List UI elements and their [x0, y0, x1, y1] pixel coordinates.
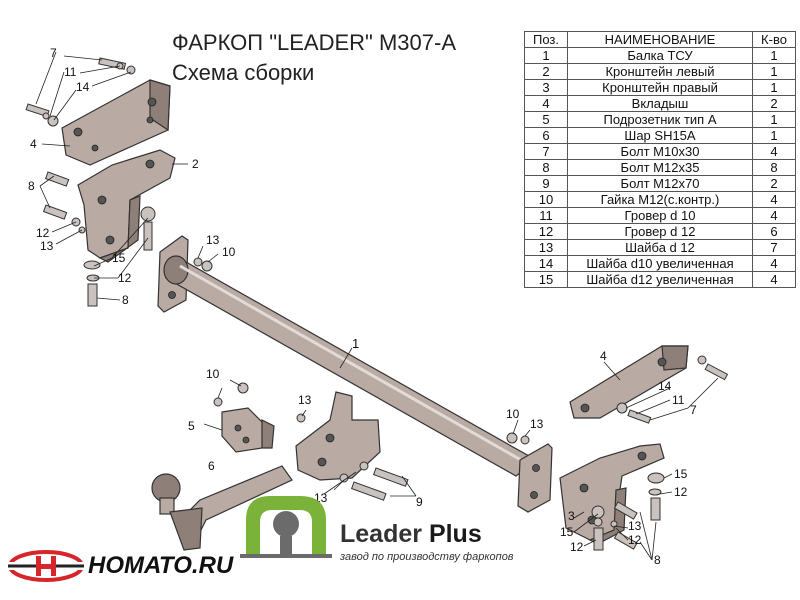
callout-13b: 13 [206, 233, 220, 247]
callout-8: 8 [28, 179, 35, 193]
brand-name-plus: Plus [428, 520, 482, 548]
callout-15: 15 [112, 251, 126, 265]
bolt-group-right-top [616, 355, 729, 424]
callout-3: 3 [568, 509, 575, 523]
nut-pair-right [506, 432, 530, 445]
diagram-title: ФАРКОП "LEADER" М307-А [172, 30, 456, 55]
callout-13f: 13 [628, 519, 642, 533]
callout-5: 5 [188, 419, 195, 433]
row-name: Болт М12х70 [567, 175, 753, 192]
bolt-group-middle [339, 461, 409, 501]
callout-13: 13 [40, 239, 54, 253]
homato-site-text: НОМАТО.RU [88, 552, 234, 579]
callout-11: 11 [64, 65, 77, 79]
row-name: Шар SH15A [567, 127, 753, 144]
callout-13c: 13 [298, 393, 312, 407]
callout-12d: 12 [570, 540, 584, 554]
leader-plus-logo-icon [240, 496, 332, 558]
callout-12: 12 [36, 226, 50, 240]
row-name: Шайба d12 увеличенная [567, 271, 753, 288]
row-qty: 4 [752, 255, 796, 272]
bracket-right [559, 443, 665, 545]
homato-logo-icon [6, 550, 86, 582]
bolt-group-left-side [42, 171, 86, 234]
callout-15b: 15 [674, 467, 688, 481]
callout-10c: 10 [506, 407, 520, 421]
bracket-left [77, 149, 176, 263]
callout-1: 1 [352, 336, 359, 351]
callout-8c: 8 [654, 553, 661, 567]
diagram-subtitle: Схема сборки [172, 60, 315, 85]
socket-plate [213, 382, 306, 453]
callout-4b: 4 [600, 349, 607, 363]
callout-9: 9 [416, 495, 423, 509]
callout-labels: 7 11 14 4 2 8 12 13 15 12 8 13 10 1 10 5… [28, 46, 697, 567]
callout-7b: 7 [690, 403, 697, 417]
row-name: Гайка М12(с.контр.) [567, 191, 753, 208]
ball-mount [151, 465, 293, 551]
brand-tagline: завод по производству фаркопов [340, 551, 514, 563]
beam-middle-bracket [295, 391, 381, 481]
row-qty: 4 [752, 271, 796, 288]
callout-4: 4 [30, 137, 37, 151]
callout-6: 6 [208, 459, 215, 473]
brand-name-leader: Leader [340, 520, 422, 548]
callout-10b: 10 [206, 367, 220, 381]
callout-12b: 12 [118, 271, 132, 285]
bolt-group-left-bottom [83, 206, 156, 307]
row-qty: 1 [752, 111, 796, 128]
callout-14b: 14 [658, 379, 672, 393]
callout-12c: 12 [674, 485, 688, 499]
callout-11b: 11 [672, 393, 685, 407]
callout-10: 10 [222, 245, 236, 259]
insert-left [61, 79, 171, 166]
row-name: Кронштейн левый [567, 63, 753, 80]
callout-15c: 15 [560, 525, 574, 539]
bolt-group-right-bottom [591, 472, 665, 551]
callout-13d: 13 [530, 417, 544, 431]
beam-flange-right [517, 443, 553, 513]
parts-table-header: Поз. НАИМЕНОВАНИЕ К-во [524, 31, 796, 48]
header-pos: Поз. [524, 31, 568, 48]
callout-7: 7 [50, 46, 57, 60]
insert-right [569, 345, 689, 419]
brand-name: Leader Plus [340, 520, 514, 549]
callout-14: 14 [76, 80, 90, 94]
callout-2: 2 [192, 157, 199, 171]
leader-plus-brand: Leader Plus завод по производству фаркоп… [340, 520, 514, 563]
row-pos: 11 [524, 207, 568, 224]
leader-lines [35, 51, 719, 561]
row-name: Подрозетник тип А [567, 111, 753, 128]
callout-12e: 12 [628, 533, 642, 547]
callout-8b: 8 [122, 293, 129, 307]
